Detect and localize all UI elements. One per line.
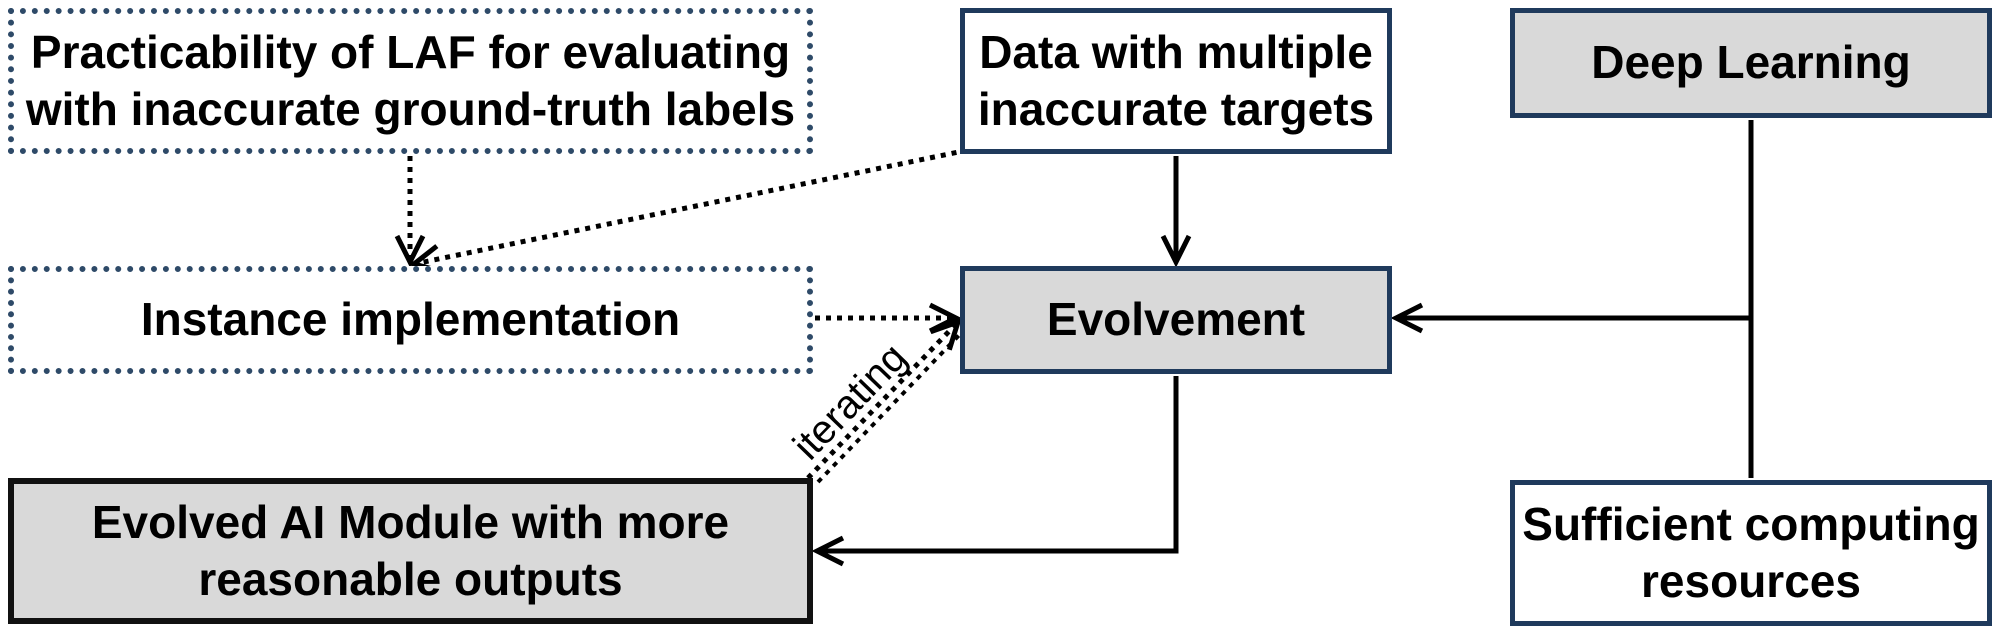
practicability-line-1: Practicability of LAF for evaluating [30,25,791,78]
evolved-line-1: Evolved AI Module with more [91,495,730,548]
sufficient-computing-box: Sufficient computing resources [1510,480,1992,626]
edge-data-to-instance [414,145,979,264]
practicability-line-2: with inaccurate ground-truth labels [25,83,796,135]
edge-evolvement-to-evolved [817,376,1179,551]
practicability-box: Practicability of LAF for evaluating wit… [8,8,813,154]
deep-learning-label: Deep Learning [1591,36,1911,89]
edge-evolved-to-evolvement-iterating [806,322,958,480]
edge-iterating-second-stroke [816,328,966,484]
data-line-1: Data with multiple [979,25,1373,78]
sufficient-line-1: Sufficient computing [1522,497,1980,550]
instance-label: Instance implementation [140,293,681,346]
instance-implementation-box: Instance implementation [8,266,813,374]
evolved-line-2: reasonable outputs [198,553,623,605]
deep-learning-box: Deep Learning [1510,8,1992,118]
evolvement-label: Evolvement [1046,293,1306,346]
sufficient-line-2: resources [1641,555,1861,607]
data-box: Data with multiple inaccurate targets [960,8,1392,154]
data-line-2: inaccurate targets [977,83,1375,135]
evolved-ai-module-box: Evolved AI Module with more reasonable o… [8,478,813,624]
evolvement-box: Evolvement [960,266,1392,374]
